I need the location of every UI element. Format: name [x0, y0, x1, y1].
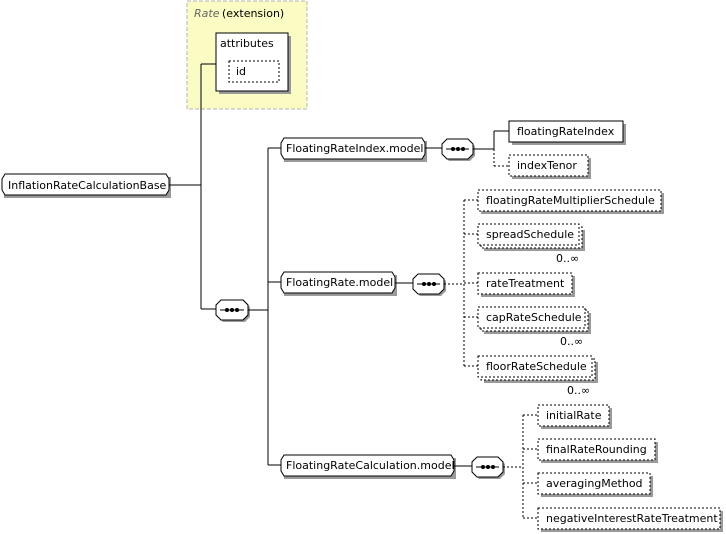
element-indexTenor[interactable]: indexTenor	[508, 154, 591, 179]
element-label: negativeInterestRateTreatment	[546, 512, 718, 525]
element-averagingMethod[interactable]: averagingMethod	[537, 472, 653, 497]
element-label: finalRateRounding	[546, 443, 647, 456]
attribute-id-label: id	[236, 65, 246, 78]
sequence-compositor-floating[interactable]	[412, 273, 446, 296]
group-label: FloatingRateCalculation.model	[286, 459, 455, 472]
element-spreadSchedule[interactable]: spreadSchedule 0..∞	[477, 223, 585, 265]
group-label: FloatingRateIndex.model	[286, 142, 423, 155]
extension-suffix: (extension)	[222, 7, 284, 20]
element-finalRateRounding[interactable]: finalRateRounding	[537, 438, 658, 463]
element-label: rateTreatment	[486, 277, 565, 290]
multiplicity-label: 0..∞	[556, 252, 579, 265]
attributes-label: attributes	[220, 37, 274, 50]
element-rateTreatment[interactable]: rateTreatment	[477, 272, 575, 297]
sequence-compositor-calculation[interactable]	[471, 456, 505, 479]
element-floatingRateMultiplierSchedule[interactable]: floatingRateMultiplierSchedule	[477, 189, 664, 214]
element-capRateSchedule[interactable]: capRateSchedule 0..∞	[477, 306, 591, 348]
element-label: spreadSchedule	[486, 228, 574, 241]
element-label: capRateSchedule	[486, 311, 582, 324]
element-label: floatingRateIndex	[517, 125, 615, 138]
element-label: floatingRateMultiplierSchedule	[486, 194, 655, 207]
element-negativeInterestRateTreatment[interactable]: negativeInterestRateTreatment	[537, 507, 723, 532]
multiplicity-label: 0..∞	[560, 335, 583, 348]
group-floating-rate-index-model[interactable]: FloatingRateIndex.model	[280, 137, 427, 162]
root-element[interactable]: InflationRateCalculationBase	[1, 173, 171, 198]
element-label: floorRateSchedule	[486, 360, 587, 373]
rate-extension-area: Rate (extension) attributes id	[186, 0, 308, 110]
multiplicity-label: 0..∞	[567, 384, 590, 397]
element-initialRate[interactable]: initialRate	[537, 404, 612, 429]
group-label: FloatingRate.model	[286, 276, 393, 289]
sequence-compositor-index[interactable]	[441, 138, 475, 161]
group-floating-rate-model[interactable]: FloatingRate.model	[280, 271, 397, 296]
element-floatingRateIndex[interactable]: floatingRateIndex	[508, 120, 626, 145]
element-label: indexTenor	[517, 159, 577, 172]
main-sequence-compositor[interactable]	[215, 299, 250, 322]
element-label: averagingMethod	[546, 477, 643, 490]
element-label: initialRate	[546, 409, 602, 422]
element-floorRateSchedule[interactable]: floorRateSchedule 0..∞	[477, 355, 598, 397]
group-floating-rate-calculation-model[interactable]: FloatingRateCalculation.model	[280, 454, 456, 479]
attribute-id-box[interactable]	[228, 60, 280, 83]
extension-title: Rate	[194, 7, 220, 20]
root-label: InflationRateCalculationBase	[8, 179, 167, 192]
